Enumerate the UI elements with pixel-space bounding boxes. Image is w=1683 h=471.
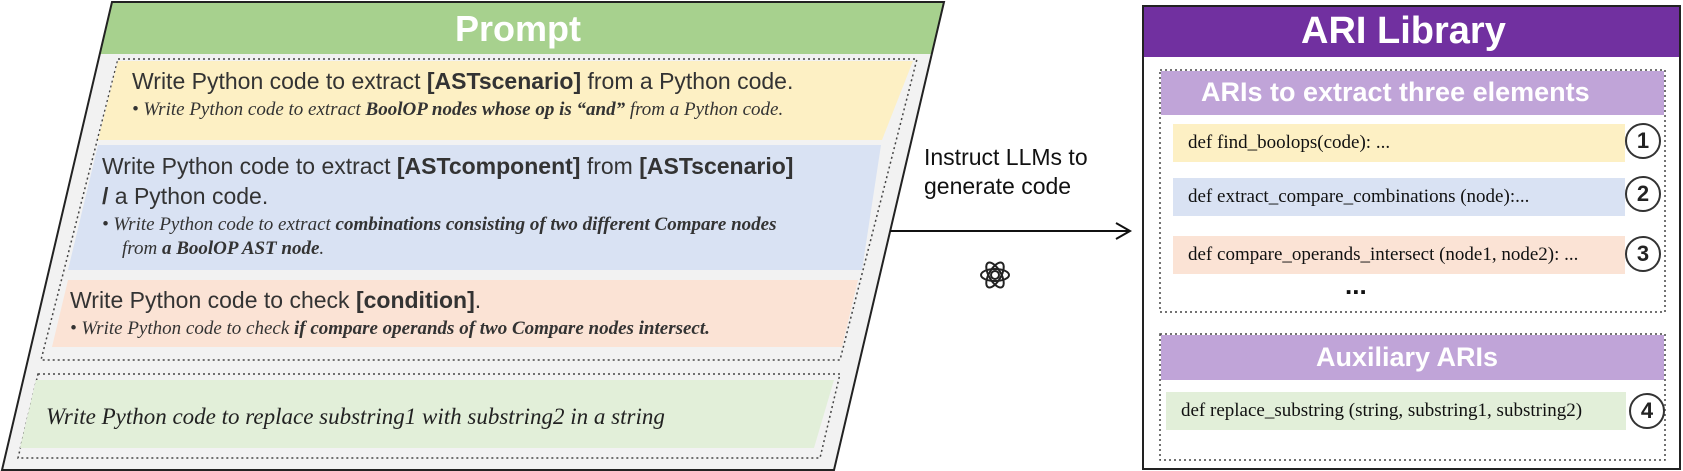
component-example-line2: from a BoolOP AST node. bbox=[122, 238, 324, 260]
number-circle-3 bbox=[1625, 236, 1661, 272]
arrow-head bbox=[1115, 222, 1133, 240]
condition-template-line: Write Python code to check [condition]. bbox=[70, 287, 481, 314]
scenario-band bbox=[98, 61, 913, 140]
openai-logo-icon bbox=[980, 261, 1010, 289]
scenario-example: • Write Python code to extract BoolOP no… bbox=[132, 99, 783, 121]
scenario-template-line: Write Python code to extract [ASTscenari… bbox=[132, 68, 793, 95]
bullet: • bbox=[70, 318, 82, 339]
component-example-line1: • Write Python code to extract combinati… bbox=[102, 214, 776, 236]
example-text: Write Python code to extract bbox=[143, 99, 366, 120]
placeholder-condition: [condition] bbox=[355, 287, 475, 313]
ari-row-2-bg bbox=[1173, 178, 1625, 216]
prompt-header-bg bbox=[2, 2, 944, 54]
library-title: ARI Library bbox=[1301, 10, 1506, 52]
bullet: • bbox=[132, 99, 144, 120]
prompt-title: Prompt bbox=[455, 8, 581, 49]
example-highlight: a BoolOP AST node bbox=[161, 238, 320, 259]
number-label-4: 4 bbox=[1640, 398, 1654, 423]
example-text: from a Python code. bbox=[625, 99, 784, 120]
slash: / bbox=[102, 183, 109, 209]
ari-code-4: def replace_substring (string, substring… bbox=[1181, 400, 1583, 421]
arrow-label-line2: generate code bbox=[924, 173, 1072, 199]
number-label-1: 1 bbox=[1636, 128, 1650, 153]
number-circle-4 bbox=[1629, 393, 1665, 429]
template-text: Write Python code to extract bbox=[132, 68, 427, 94]
component-band bbox=[68, 145, 881, 270]
example-text: from bbox=[122, 238, 162, 259]
prompt-panel bbox=[2, 2, 944, 470]
condition-band bbox=[52, 280, 858, 347]
placeholder-astscenario: [ASTscenario] bbox=[426, 68, 582, 94]
prompt-border bbox=[0, 1, 946, 471]
template-text: Write Python code to extract bbox=[102, 153, 397, 179]
bullet: • bbox=[102, 214, 114, 235]
ari-row-3-bg bbox=[1173, 236, 1625, 274]
ari-row-4-bg bbox=[1166, 392, 1626, 430]
number-circle-2 bbox=[1625, 176, 1661, 212]
ari-code-3: def compare_operands_intersect (node1, n… bbox=[1188, 244, 1579, 265]
auxiliary-prompt-text: Write Python code to replace substring1 … bbox=[46, 404, 665, 429]
arrow-label-line1: Instruct LLMs to bbox=[924, 144, 1088, 170]
arrow-label: Instruct LLMs to generate code bbox=[924, 143, 1088, 201]
example-highlight: if compare operands of two Compare nodes… bbox=[294, 318, 710, 339]
example-highlight: BoolOP nodes whose op is “and” bbox=[365, 99, 626, 120]
extract-section-header-bg bbox=[1161, 71, 1664, 115]
number-label-3: 3 bbox=[1636, 241, 1650, 266]
placeholder-astscenario: [ASTscenario] bbox=[639, 153, 794, 179]
template-text: . bbox=[474, 287, 482, 313]
template-text: from a Python code. bbox=[581, 68, 794, 94]
extract-section-title: ARIs to extract three elements bbox=[1201, 77, 1590, 107]
template-text: from bbox=[580, 153, 640, 179]
template-text: a Python code. bbox=[108, 183, 269, 209]
library-header-bg bbox=[1144, 7, 1679, 57]
auxiliary-section-title: Auxiliary ARIs bbox=[1316, 342, 1499, 372]
example-text: Write Python code to check bbox=[81, 318, 295, 339]
example-highlight: combinations consisting of two different… bbox=[335, 214, 777, 235]
condition-example: • Write Python code to check if compare … bbox=[70, 318, 710, 340]
example-text: . bbox=[319, 238, 325, 259]
component-template-line1: Write Python code to extract [ASTcompone… bbox=[102, 153, 793, 180]
auxiliary-section-header-bg bbox=[1161, 335, 1664, 380]
placeholder-astcomponent: [ASTcomponent] bbox=[396, 153, 581, 179]
ari-code-2: def extract_compare_combinations (node):… bbox=[1188, 186, 1530, 207]
number-label-2: 2 bbox=[1636, 181, 1650, 206]
ari-code-1: def find_boolops(code): ... bbox=[1188, 132, 1391, 153]
auxiliary-band bbox=[20, 380, 834, 448]
ari-row-1-bg bbox=[1173, 124, 1625, 162]
number-circle-1 bbox=[1625, 123, 1661, 159]
template-text: Write Python code to check bbox=[70, 287, 356, 313]
ellipsis: ... bbox=[1345, 270, 1367, 300]
example-text: Write Python code to extract bbox=[113, 214, 336, 235]
component-template-line2: / a Python code. bbox=[102, 183, 268, 210]
